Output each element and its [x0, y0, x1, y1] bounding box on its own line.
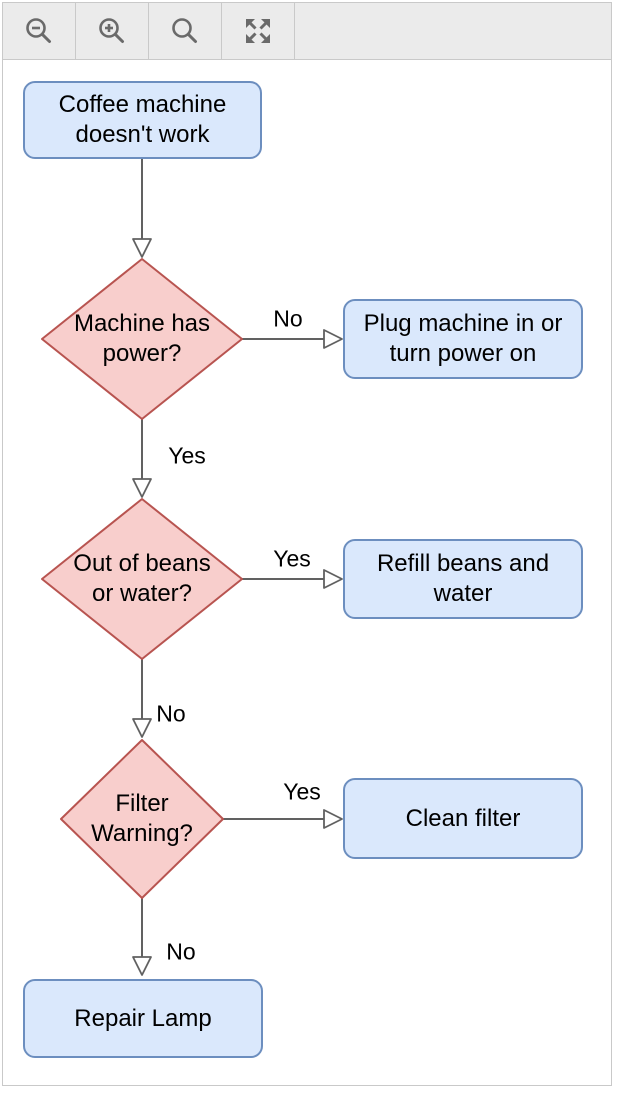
arrowhead-right-icon [323, 809, 343, 829]
node-plug-in: Plug machine in or turn power on [343, 299, 583, 379]
decision-out-of-beans [41, 498, 243, 660]
node-start: Coffee machine doesn't work [23, 81, 262, 159]
edge-label-yes: Yes [280, 778, 324, 806]
node-refill: Refill beans and water [343, 539, 583, 619]
magnifier-minus-icon [26, 18, 51, 43]
node-filter-warning-label: Filter Warning? [91, 790, 193, 847]
arrowhead-down-icon [132, 956, 152, 976]
decision-shapes [41, 258, 243, 899]
magnifier-icon [172, 18, 197, 43]
edge-label-no: No [163, 938, 199, 966]
edge-label-no: No [270, 305, 306, 333]
arrowhead-right-icon [323, 569, 343, 589]
decision-has-power [41, 258, 243, 420]
zoom-out-button[interactable] [3, 3, 76, 59]
edges-and-diamonds [41, 159, 343, 976]
decision-filter-warning [60, 739, 224, 899]
flowchart: Coffee machine doesn't work Plug machine… [3, 60, 611, 1085]
fit-page-button[interactable] [222, 3, 295, 59]
node-clean-filter: Clean filter [343, 778, 583, 859]
node-repair-lamp: Repair Lamp [23, 979, 263, 1058]
zoom-reset-button[interactable] [149, 3, 222, 59]
edge-label-no: No [153, 700, 189, 728]
edge-label-yes: Yes [165, 442, 209, 470]
arrowhead-down-icon [132, 238, 152, 258]
zoom-in-button[interactable] [76, 3, 149, 59]
expand-arrows-icon [246, 19, 270, 43]
arrowhead-right-icon [323, 329, 343, 349]
diagram-canvas[interactable]: Coffee machine doesn't work Plug machine… [3, 60, 611, 1085]
edge-lines [141, 159, 324, 957]
viewer-frame: Coffee machine doesn't work Plug machine… [2, 2, 612, 1086]
arrowhead-down-icon [132, 478, 152, 498]
arrowhead-down-icon [132, 718, 152, 738]
node-has-power-label: Machine has power? [73, 310, 211, 367]
edge-label-yes: Yes [270, 545, 314, 573]
arrowheads [132, 238, 343, 976]
magnifier-plus-icon [99, 18, 124, 43]
node-out-of-beans-label: Out of beans or water? [73, 550, 211, 607]
toolbar [3, 3, 611, 60]
